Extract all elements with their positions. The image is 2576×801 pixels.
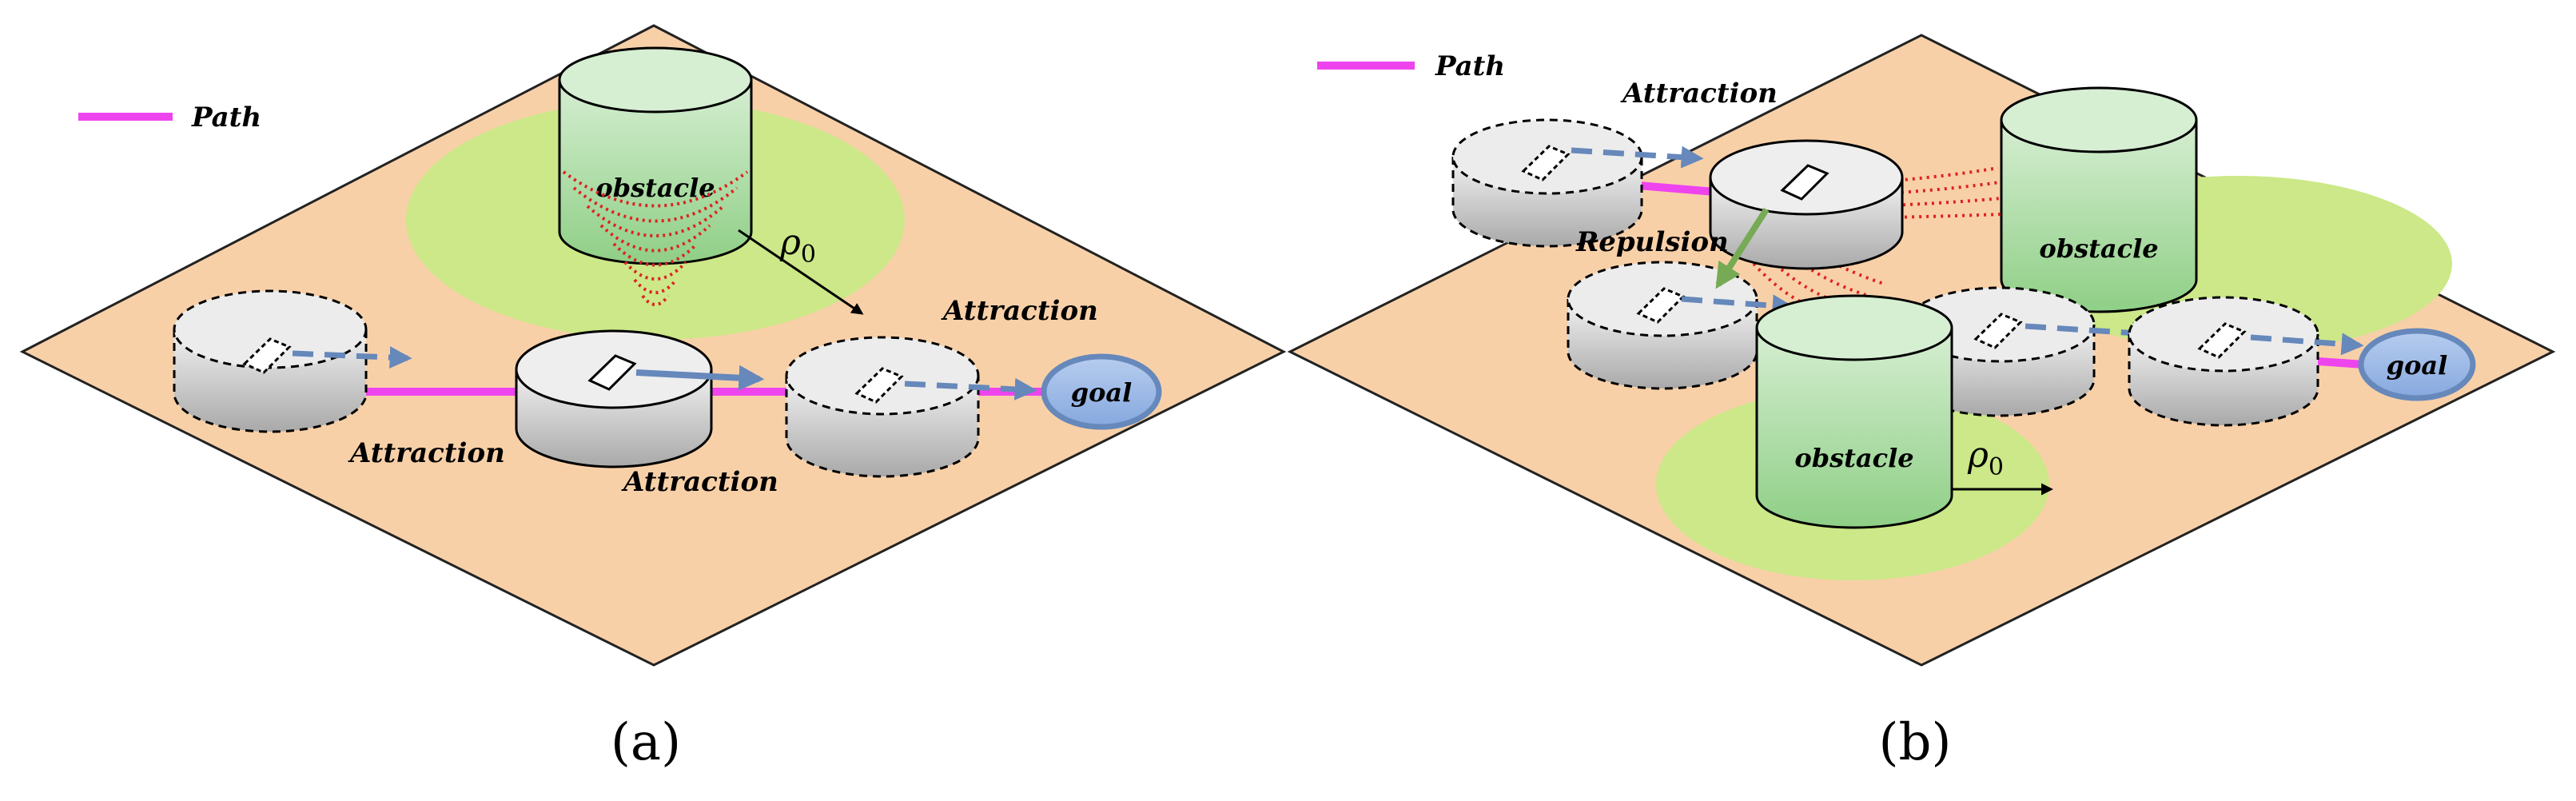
obstacle-b2-label: obstacle bbox=[1794, 443, 1913, 473]
rho-arrow-a bbox=[738, 229, 864, 315]
attraction-label-b: Attraction bbox=[1620, 78, 1778, 110]
attraction-label-a3: Attraction bbox=[941, 295, 1098, 327]
legend-path-label-b: Path bbox=[1435, 50, 1505, 82]
legend-path-label: Path bbox=[191, 102, 261, 134]
robot-ghost-a2 bbox=[785, 336, 1037, 478]
robot-ghost-b4 bbox=[2128, 296, 2364, 427]
panel-b: Path obstacle bbox=[1287, 34, 2556, 772]
path-line-b1 bbox=[1638, 181, 1716, 196]
obstacle-b2: obstacle bbox=[1755, 294, 1953, 529]
obstacle-a: obstacle bbox=[558, 46, 753, 265]
goal-b: goal bbox=[2358, 328, 2476, 401]
legend-a: Path bbox=[78, 102, 261, 134]
goal-a: goal bbox=[1041, 353, 1162, 430]
attraction-label-a1: Attraction bbox=[348, 437, 505, 469]
attraction-label-a2: Attraction bbox=[621, 466, 778, 498]
legend-b: Path bbox=[1317, 50, 1505, 82]
caption-b: (b) bbox=[1879, 713, 1952, 772]
path-line-b2 bbox=[2317, 357, 2365, 369]
panel-a: Path obstacle ρ0 bbox=[19, 24, 1287, 772]
robot-ghost-a1 bbox=[173, 289, 412, 433]
rho-label-b: ρ0 bbox=[1967, 435, 2004, 481]
robot-ghost-b2 bbox=[1567, 261, 1795, 390]
obstacle-b1-label: obstacle bbox=[2039, 233, 2158, 264]
repulsion-label-b: Repulsion bbox=[1575, 226, 1729, 258]
robot-ghost-b1 bbox=[1451, 118, 1704, 248]
rho-label-a: ρ0 bbox=[779, 222, 816, 269]
robot-current-b bbox=[1709, 139, 1904, 289]
obstacle-b1: obstacle bbox=[2000, 86, 2198, 313]
robot-current-a bbox=[515, 329, 765, 468]
goal-b-label: goal bbox=[2387, 350, 2448, 381]
goal-a-label: goal bbox=[1071, 377, 1133, 408]
caption-a: (a) bbox=[611, 713, 681, 772]
field-lines-a bbox=[562, 170, 749, 306]
